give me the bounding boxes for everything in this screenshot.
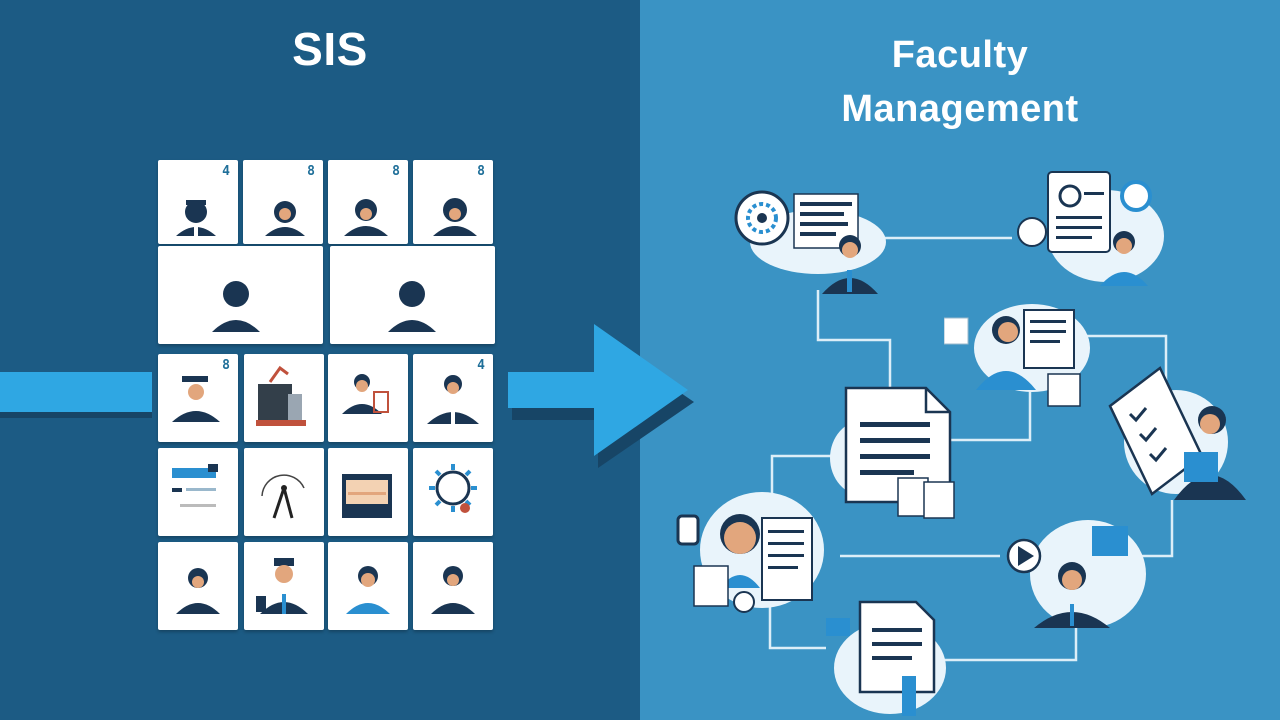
title-line-faculty: Faculty [891,34,1029,76]
sis-tile [328,354,408,442]
node-settings-report [728,184,888,294]
document-icon [1023,309,1075,369]
faculty-management-panel: Faculty Management [640,0,1280,720]
tools-icon [261,474,305,519]
sis-panel: SIS [0,0,640,720]
gear-icon [429,464,477,513]
document-icon [793,193,859,249]
person-icon [346,566,390,614]
sis-tile [158,448,238,536]
person-icon [427,375,479,424]
person-icon [176,568,220,614]
person-icon [976,316,1036,390]
sis-tile: 4 [413,354,493,442]
sis-tile [328,448,408,536]
gear-icon [734,190,790,246]
node-faculty-records [672,488,832,618]
gear-icon [1120,180,1152,212]
node-bottom-document [818,596,948,720]
node-central-document [816,386,966,522]
document-icon [844,386,952,504]
person-icon [265,201,305,236]
document-icon [172,464,218,507]
sis-tile [244,354,324,442]
sis-tile-large [330,246,495,344]
faculty-management-title: Faculty Management [640,28,1280,136]
tile-badge: 4 [222,164,230,179]
tools-icon [256,365,306,426]
person-icon [342,374,389,414]
person-icon [720,514,760,588]
folder-icon [342,474,392,518]
sis-tile [413,542,493,630]
tile-badge: 8 [307,164,315,179]
tile-badge: 8 [477,164,485,179]
sis-tile-large [158,246,323,344]
tile-badge: 4 [477,358,485,373]
sis-tile: 8 [243,160,323,244]
sis-tile: 8 [413,160,493,244]
tile-badge: 8 [392,164,400,179]
person-icon [1174,406,1246,500]
person-icon [1034,562,1110,628]
sis-tile [244,542,324,630]
document-icon [761,517,813,601]
sis-tile: 4 [158,160,238,244]
sis-tile: 8 [328,160,408,244]
person-icon [388,281,436,332]
person-icon [176,200,216,236]
node-faculty-reading [943,290,1094,410]
person-icon [433,198,477,236]
sis-tile [328,542,408,630]
node-checklist [1106,364,1256,504]
person-icon [431,566,475,614]
sis-tile [158,542,238,630]
person-icon [344,199,388,236]
sis-tile [244,448,324,536]
person-icon [212,281,260,332]
sis-title: SIS [292,23,368,75]
play-icon [1006,538,1042,574]
person-icon [256,558,308,614]
tile-badge: 8 [222,358,230,373]
person-icon [1100,231,1148,286]
person-icon [172,376,220,422]
node-video-lecture [1000,510,1150,640]
person-icon [822,235,878,294]
node-faculty-profile [1010,166,1180,296]
sis-tile: 8 [158,354,238,442]
document-icon [1047,171,1111,253]
title-line-management: Management [841,88,1079,130]
sis-tile [413,448,493,536]
document-icon [858,600,936,694]
